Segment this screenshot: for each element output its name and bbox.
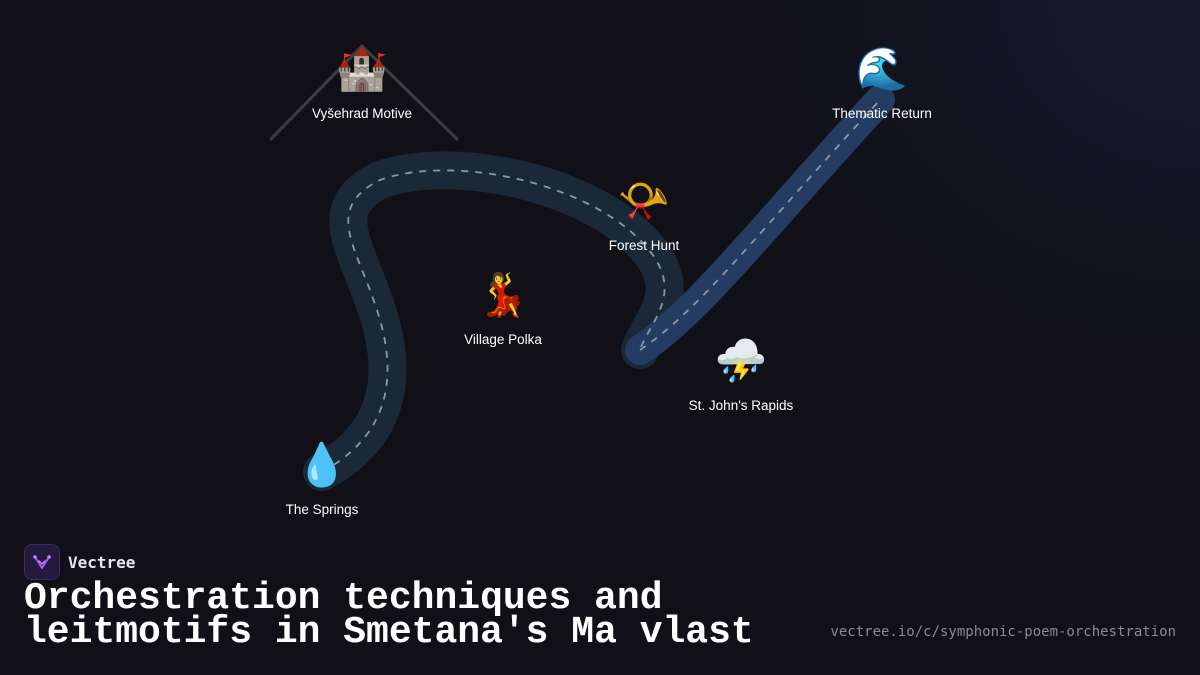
stop-st-johns-rapids[interactable]: ⛈️ St. John's Rapids — [661, 336, 821, 413]
stop-label: St. John's Rapids — [688, 398, 794, 413]
water-drop-icon: 💧 — [295, 440, 349, 489]
brand-name: Vectree — [68, 552, 136, 572]
thunderstorm-icon: ⛈️ — [714, 336, 768, 385]
brand[interactable]: Vectree — [24, 544, 135, 580]
stop-village-polka[interactable]: 💃 Village Polka — [423, 270, 583, 347]
postal-horn-icon: 📯 — [617, 176, 671, 225]
roof-outline — [268, 43, 460, 142]
vectree-logo-icon — [24, 544, 60, 580]
stop-the-springs[interactable]: 💧 The Springs — [242, 440, 402, 517]
stop-label: The Springs — [285, 502, 359, 517]
stop-thematic-return[interactable]: 🌊 Thematic Return — [802, 44, 962, 121]
page-title: Orchestration techniques and leitmotifs … — [24, 577, 754, 654]
dancer-icon: 💃 — [476, 270, 530, 319]
source-url[interactable]: vectree.io/c/symphonic-poem-orchestratio… — [830, 624, 1176, 640]
wave-icon: 🌊 — [855, 44, 909, 93]
castle-icon: 🏰 — [335, 44, 389, 93]
stop-label: Vyšehrad Motive — [311, 106, 413, 121]
stop-label: Village Polka — [464, 332, 542, 347]
stop-label: Thematic Return — [832, 106, 932, 121]
stop-vysehrad-motive[interactable]: 🏰 Vyšehrad Motive — [282, 44, 442, 121]
background-glow — [580, 0, 1200, 520]
road-dashes-highlight — [639, 99, 881, 351]
stop-forest-hunt[interactable]: 📯 Forest Hunt — [564, 176, 724, 253]
stop-label: Forest Hunt — [608, 238, 680, 253]
road-dashes — [321, 169, 666, 473]
